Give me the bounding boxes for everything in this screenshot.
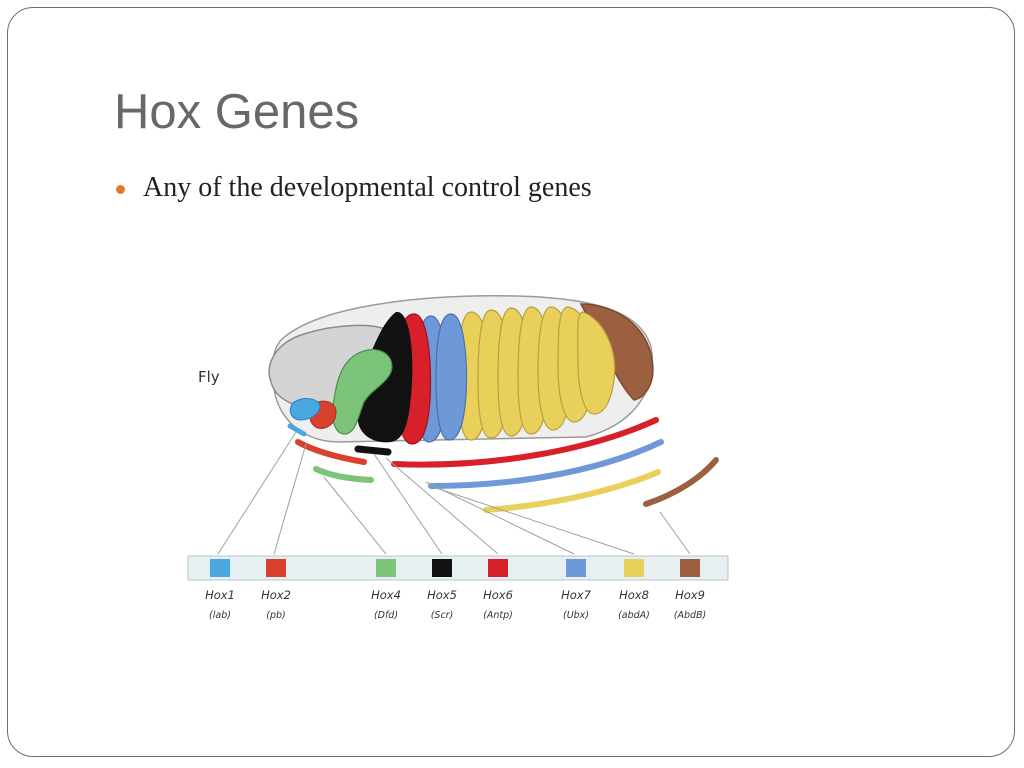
gene-name-hox7: Hox7 bbox=[561, 588, 591, 602]
lab-segment bbox=[289, 398, 321, 421]
gene-name-hox6: Hox6 bbox=[483, 588, 513, 602]
connector-lines bbox=[217, 431, 691, 555]
gene-block-hox1 bbox=[210, 559, 230, 577]
gene-block-hox6 bbox=[488, 559, 508, 577]
antp-expression-arc bbox=[391, 417, 659, 468]
abdb-expression-arc bbox=[643, 457, 719, 507]
gene-alias-hox4: (Dfd) bbox=[374, 610, 398, 621]
bullet-item: Any of the developmental control genes bbox=[116, 172, 592, 204]
gene-name-hox5: Hox5 bbox=[427, 588, 457, 602]
gene-alias-hox2: (pb) bbox=[266, 610, 285, 621]
gene-block-hox2 bbox=[266, 559, 286, 577]
fly-label: Fly bbox=[198, 368, 220, 386]
slide-title: Hox Genes bbox=[114, 85, 360, 139]
gene-alias-hox5: (Scr) bbox=[431, 610, 454, 621]
bullet-dot-icon bbox=[116, 184, 125, 194]
abda-segments bbox=[457, 306, 616, 441]
abda-expression-arc bbox=[483, 469, 661, 513]
gene-blocks bbox=[210, 559, 700, 577]
gene-name-hox9: Hox9 bbox=[675, 588, 705, 602]
gene-alias-hox7: (Ubx) bbox=[563, 610, 589, 621]
bullet-text: Any of the developmental control genes bbox=[143, 172, 592, 203]
gene-name-hox4: Hox4 bbox=[371, 588, 401, 602]
gene-name-hox8: Hox8 bbox=[619, 588, 649, 602]
dfd-segment bbox=[331, 349, 393, 435]
gene-block-hox7 bbox=[566, 559, 586, 577]
pb-expression-arc bbox=[295, 439, 367, 465]
fly-embryo-diagram: Hox1 (lab) Hox2 (pb) Hox4 (Dfd) Hox5 (Scr) Hox6 (… bbox=[187, 295, 729, 621]
gene-labels: Hox1 (lab) Hox2 (pb) Hox4 (Dfd) Hox5 (Scr) Hox6 (… bbox=[205, 588, 706, 621]
gene-alias-hox8: (abdA) bbox=[618, 610, 650, 621]
gene-block-hox5 bbox=[432, 559, 452, 577]
gene-block-hox8 bbox=[624, 559, 644, 577]
gene-name-hox2: Hox2 bbox=[261, 588, 291, 602]
lab-expression-arc bbox=[287, 423, 307, 437]
gene-alias-hox1: (lab) bbox=[209, 610, 231, 621]
gene-alias-hox9: (AbdB) bbox=[674, 610, 707, 621]
gene-alias-hox6: (Antp) bbox=[483, 610, 513, 621]
gene-name-hox1: Hox1 bbox=[205, 588, 235, 602]
gene-block-hox4 bbox=[376, 559, 396, 577]
gene-block-hox9 bbox=[680, 559, 700, 577]
ubx-expression-arc bbox=[428, 439, 664, 489]
scr-expression-arc bbox=[354, 445, 392, 456]
dfd-expression-arc bbox=[313, 466, 374, 483]
hox-gene-figure: Hox1 (lab) Hox2 (pb) Hox4 (Dfd) Hox5 (Scr) Hox6 (… bbox=[186, 272, 730, 638]
